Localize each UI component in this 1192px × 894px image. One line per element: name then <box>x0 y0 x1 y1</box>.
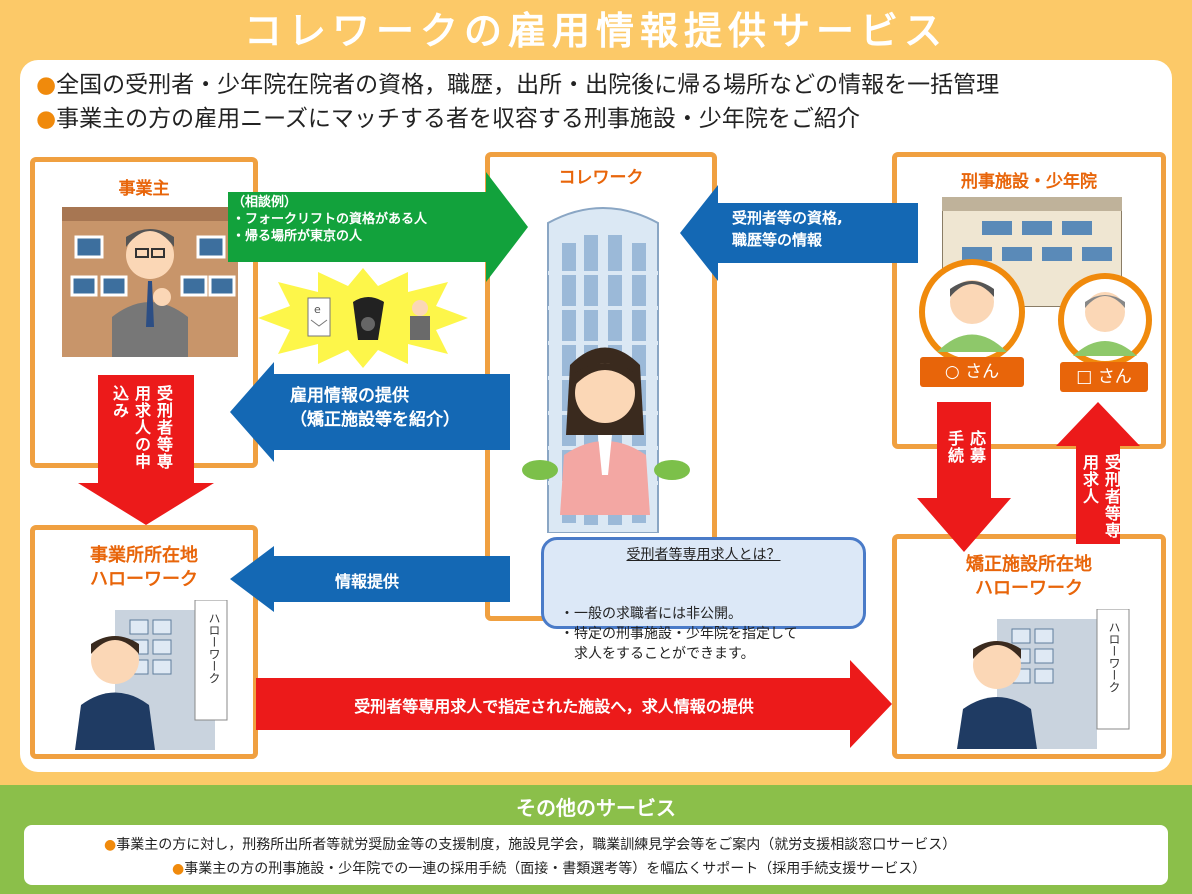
hw-facility-illustration <box>957 609 1130 749</box>
inmate-a-label: ○ さん <box>920 357 1024 387</box>
inmate-a-avatar <box>919 259 1025 365</box>
employer-box: 事業主 <box>30 157 258 468</box>
phone-icon <box>353 297 384 340</box>
corrework-title: コレワーク <box>558 168 644 188</box>
hw-employer-box: 事業所所在地ハローワーク ハローワーク <box>30 525 258 759</box>
hw-facility-box: 矯正施設所在地ハローワーク ハローワーク <box>892 534 1166 759</box>
apply-procedure-arrow-text: 応募手続 <box>945 430 986 464</box>
info-provision-arrow-text: 情報提供 <box>335 572 400 591</box>
inmate-info-arrow-text: 受刑者等の資格,職歴等の情報 <box>732 209 843 249</box>
dedicated-job-arrow-text: 受刑者等専用求人 <box>1080 454 1121 539</box>
page-title: コレワークの雇用情報提供サービス <box>243 9 948 53</box>
staff-woman-illustration <box>522 347 690 515</box>
apply-procedure-arrow: 応募手続 <box>917 402 1011 552</box>
callout-body: ・一般の求職者には非公開。・特定の刑事施設・少年院を指定して 求人をすることがで… <box>560 606 798 662</box>
email-icon: e <box>307 297 331 337</box>
dedicated-job-callout: 受刑者等専用求人とは？ ・一般の求職者には非公開。・特定の刑事施設・少年院を指定… <box>541 537 866 662</box>
employment-info-arrow-text: 雇用情報の提供（矯正施設等を紹介） <box>290 386 460 430</box>
facility-box: 刑事施設・少年院 ○ さん □ さん <box>892 152 1166 449</box>
apply-arrow: 受刑者等専用求人の申込み <box>78 375 214 525</box>
service-item-2: ●事業主の方の刑事施設・少年院での一連の採用手続（面接・書類選考等）を幅広くサポ… <box>172 861 927 877</box>
service-item-1: ●事業主の方に対し，刑務所出所者等就労奨励金等の支援制度，施設見学会，職業訓練見… <box>104 837 957 853</box>
employer-title: 事業主 <box>118 179 170 199</box>
dedicated-job-arrow: 受刑者等専用求人 <box>1056 402 1140 544</box>
consult-arrow-text: （相談例）・フォークリフトの資格がある人・帰る場所が東京の人 <box>232 195 428 244</box>
inmate-b-avatar <box>1058 273 1152 367</box>
hw-employer-illustration <box>75 600 228 750</box>
hw-employer-title: 事業所所在地ハローワーク <box>90 545 198 590</box>
contact-methods-burst: e <box>258 268 468 368</box>
employer-illustration <box>62 207 238 357</box>
apply-arrow-text: 受刑者等専用求人の申込み <box>110 385 173 470</box>
hw-facility-title: 矯正施設所在地ハローワーク <box>966 554 1092 599</box>
job-info-arrow-text: 受刑者等専用求人で指定された施設へ，求人情報の提供 <box>354 697 754 716</box>
info-provision-arrow: 情報提供 <box>230 546 510 612</box>
facility-title: 刑事施設・少年院 <box>961 172 1097 192</box>
job-info-arrow: 受刑者等専用求人で指定された施設へ，求人情報の提供 <box>256 660 892 748</box>
employment-info-arrow: 雇用情報の提供（矯正施設等を紹介） <box>230 362 510 462</box>
visitor-icon <box>410 300 430 340</box>
other-services-panel: ●事業主の方に対し，刑務所出所者等就労奨励金等の支援制度，施設見学会，職業訓練見… <box>24 825 1168 885</box>
svg-text:e: e <box>314 303 321 316</box>
hw-employer-sign: ハローワーク <box>207 612 221 684</box>
bullet-item-1: ●全国の受刑者・少年院在院者の資格，職歴，出所・出院後に帰る場所などの情報を一括… <box>36 72 1000 98</box>
bullet-item-2: ●事業主の方の雇用ニーズにマッチする者を収容する刑事施設・少年院をご紹介 <box>36 106 860 132</box>
consult-arrow: （相談例）・フォークリフトの資格がある人・帰る場所が東京の人 <box>228 172 528 282</box>
inmate-info-arrow: 受刑者等の資格,職歴等の情報 <box>680 185 918 281</box>
callout-heading: 受刑者等専用求人とは？ <box>626 547 781 563</box>
other-services-title: その他のサービス <box>516 796 676 820</box>
inmate-b-label: □ さん <box>1060 362 1148 392</box>
hw-facility-sign: ハローワーク <box>1107 621 1121 693</box>
